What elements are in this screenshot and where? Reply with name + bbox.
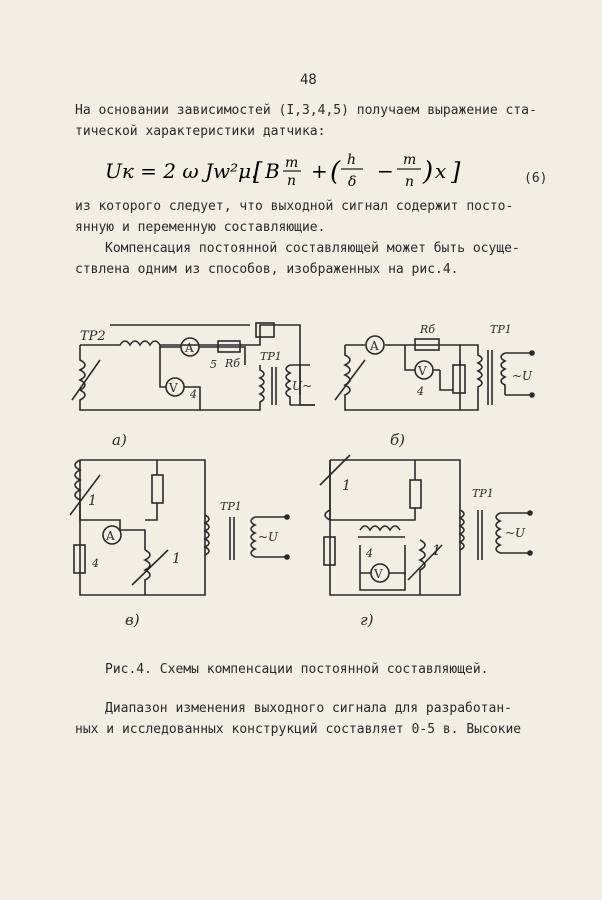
formula-frac1-num: m: [285, 155, 298, 171]
formula-bracket-close: ]: [450, 158, 461, 186]
label-tp1-v: ТР1: [220, 500, 242, 513]
label-4-a: 4: [189, 388, 197, 401]
label-rb-a: Rб: [224, 357, 240, 370]
formula-x: x: [435, 159, 446, 183]
label-tp1-b: ТР1: [490, 323, 512, 336]
circuit-v: 1 A 4 1 ТР1 ~U в): [69, 459, 290, 629]
paragraph-line: янную и переменную составляющие.: [75, 220, 326, 235]
formula-plus: +: [311, 159, 328, 183]
ammeter-b: A: [369, 339, 379, 353]
paragraph-line: Диапазон изменения выходного сигнала для…: [105, 701, 512, 716]
label-tp2: ТР2: [80, 329, 106, 344]
formula-frac3-den: n: [405, 174, 414, 190]
label-4-g: 4: [365, 547, 373, 560]
label-rb-b: Rб: [419, 323, 435, 336]
formula-b: B: [264, 159, 280, 183]
voltmeter-b: V: [417, 364, 427, 378]
paragraph-line: На основании зависимостей (I,3,4,5) полу…: [75, 103, 537, 118]
label-u-v: ~U: [258, 530, 279, 544]
formula-paren-close: ): [422, 157, 433, 187]
formula-bracket-open: [: [253, 158, 263, 186]
formula-frac2-den: δ: [348, 174, 356, 190]
label-b: б): [390, 431, 405, 449]
label-g: г): [360, 611, 374, 629]
circuit-b: A Rб V 4 ТР1 ~U б): [334, 323, 535, 449]
label-v: в): [125, 611, 140, 629]
paragraph-line: тической характеристики датчика:: [75, 124, 326, 139]
label-1-v: 1: [172, 551, 181, 567]
formula-paren-open: (: [330, 157, 341, 187]
label-5: 5: [210, 358, 217, 371]
ammeter-v: A: [105, 529, 115, 543]
formula-frac1-den: n: [287, 173, 296, 189]
label-u-b: ~U: [512, 369, 533, 383]
paragraph-line: ных и исследованных конструкций составля…: [75, 722, 522, 737]
voltmeter-g: V: [373, 567, 383, 581]
label-u-a: U~: [292, 379, 312, 393]
label-4-b: 4: [416, 385, 424, 398]
equation-number: (6): [524, 171, 548, 186]
formula-frac3-num: m: [403, 152, 416, 168]
circuit-g: 1 4 V 1 ТР1 ~U: [319, 454, 533, 629]
formula-minus: −: [377, 159, 394, 183]
label-1-g: 1: [432, 543, 441, 559]
formula-lhs: Uк = 2 ω Jw²μ.: [105, 159, 258, 183]
label-tp1-g: ТР1: [472, 487, 494, 500]
paragraph-line: из которого следует, что выходной сигнал…: [75, 199, 514, 214]
label-tp1-a: ТР1: [260, 350, 282, 363]
figure-caption: Рис.4. Схемы компенсации постоянной сост…: [105, 662, 489, 677]
label-a: а): [112, 431, 127, 449]
circuit-a: ТР2 A 5 Rб V 4 ТР: [71, 322, 315, 449]
static-characteristic-formula: Uк = 2 ω Jw²μ. [ B m n + ( h δ − m n ) x…: [105, 152, 461, 190]
figure-4-circuits: ТР2 A 5 Rб V 4 ТР: [60, 305, 560, 645]
label-1-v-top: 1: [88, 493, 97, 509]
ammeter-a: A: [184, 341, 194, 355]
label-1-g-top: 1: [342, 478, 351, 494]
paragraph-line: ствлена одним из способов, изображенных …: [75, 262, 459, 277]
formula-frac2-num: h: [347, 152, 356, 168]
label-u-g: ~U: [505, 526, 526, 540]
voltmeter-a: V: [168, 381, 178, 395]
paragraph-line: Компенсация постоянной составляющей може…: [105, 241, 520, 256]
page-number: 48: [300, 72, 317, 88]
label-4-v: 4: [91, 557, 99, 570]
